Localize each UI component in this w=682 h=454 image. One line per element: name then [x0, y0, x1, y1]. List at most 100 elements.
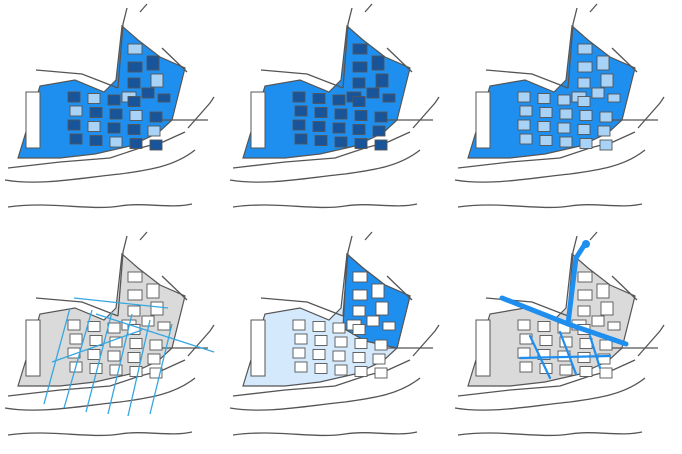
building-block: [89, 135, 103, 146]
building-block: [334, 336, 348, 348]
building-block: [366, 87, 380, 99]
road-line: [457, 131, 636, 169]
building-block: [294, 105, 308, 117]
road-line: [386, 47, 413, 73]
building-block: [87, 121, 101, 132]
building-block: [109, 136, 123, 148]
road-line: [611, 47, 638, 73]
building-block: [150, 301, 164, 316]
building-block: [332, 322, 346, 334]
building-block: [577, 43, 593, 55]
building-block: [107, 122, 121, 134]
building-block: [141, 315, 155, 327]
building-block: [577, 305, 591, 317]
building-block: [146, 283, 160, 299]
building-block: [517, 319, 531, 331]
building-block: [375, 301, 389, 316]
building-block: [141, 87, 155, 99]
building-block: [292, 347, 306, 359]
building-block: [87, 321, 101, 332]
building-block: [127, 96, 141, 107]
building-block: [292, 119, 306, 131]
building-block: [354, 366, 368, 377]
road-line: [232, 431, 418, 437]
building-block: [352, 324, 366, 335]
road-line: [637, 96, 665, 129]
road-line: [454, 149, 646, 183]
building-block: [599, 367, 613, 379]
road-line: [4, 149, 196, 183]
building-block: [559, 136, 573, 148]
road-line: [232, 131, 411, 169]
building-block: [577, 289, 593, 301]
building-block: [147, 353, 161, 365]
axis-line: [51, 329, 143, 363]
road-line: [611, 275, 638, 301]
building-block: [352, 77, 366, 89]
building-block: [374, 139, 388, 151]
building-block: [519, 133, 533, 145]
building-block: [149, 111, 163, 123]
building-block: [334, 108, 348, 120]
building-block: [596, 55, 610, 71]
building-block: [89, 335, 103, 346]
building-block: [577, 61, 593, 73]
building-block: [352, 124, 366, 135]
building-block: [577, 96, 591, 107]
building-block: [109, 364, 123, 376]
building-block: [294, 133, 308, 145]
building-block: [352, 271, 368, 283]
building-block: [537, 121, 551, 132]
road-line: [567, 7, 578, 89]
building-block: [127, 289, 143, 301]
building-block: [371, 55, 385, 71]
building-block: [374, 367, 388, 379]
building-block: [354, 338, 368, 349]
road-line: [260, 297, 344, 317]
street-line: [588, 334, 602, 370]
building-block: [87, 93, 101, 104]
long-block: [475, 91, 491, 149]
road-line: [117, 235, 128, 317]
building-block: [577, 77, 591, 89]
building-block: [292, 319, 306, 331]
axis-line: [149, 323, 173, 415]
road-line: [7, 131, 186, 169]
building-block: [375, 73, 389, 88]
building-block: [579, 138, 593, 149]
building-block: [314, 335, 328, 346]
building-block: [539, 335, 553, 346]
building-block: [314, 107, 328, 118]
road-line: [364, 3, 373, 13]
road-line: [412, 324, 440, 357]
building-block: [314, 135, 328, 146]
building-block: [517, 347, 531, 359]
building-block: [352, 96, 366, 107]
axis-line: [107, 313, 133, 415]
building-block: [332, 350, 346, 362]
road-line: [187, 324, 215, 357]
road-line: [637, 324, 665, 357]
road-line: [117, 7, 128, 89]
axis-line: [85, 311, 113, 413]
building-block: [292, 91, 306, 103]
building-block: [312, 93, 326, 104]
building-block: [519, 105, 533, 117]
road-line: [342, 7, 353, 89]
building-block: [294, 361, 308, 373]
building-block: [332, 122, 346, 134]
road-line: [457, 431, 643, 437]
building-block: [354, 138, 368, 149]
long-block: [475, 319, 491, 377]
building-block: [107, 322, 121, 334]
building-block: [147, 125, 161, 137]
building-block: [352, 352, 366, 363]
building-block: [517, 119, 531, 131]
building-block: [537, 93, 551, 104]
building-block: [129, 366, 143, 377]
building-block: [129, 138, 143, 149]
building-block: [149, 367, 163, 379]
building-block: [127, 305, 141, 317]
